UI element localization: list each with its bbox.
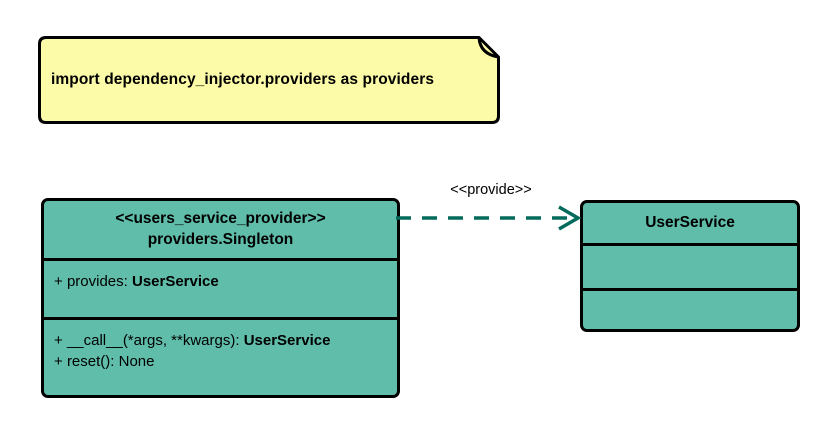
connector-label: <<provide>> [450,182,532,198]
class-attributes-userservice [583,243,797,288]
note-text: import dependency_injector.providers as … [51,71,435,88]
class-stereotype: <<users_service_provider>> [115,209,326,227]
provide-dependency-connector[interactable]: <<provide>> [396,182,586,242]
class-operations-userservice [583,288,797,329]
attribute-type: UserService [131,273,219,290]
operation-type: None [118,353,155,371]
class-name: providers.Singleton [147,230,294,248]
class-name: UserService [645,213,735,231]
operation-row: + reset(): None [54,351,387,372]
operation-type: UserService [243,332,331,349]
class-users-service-provider[interactable]: <<users_service_provider>> providers.Sin… [41,198,400,398]
operation-visibility: + [54,332,63,349]
operation-row: + __call__(*args, **kwargs): UserService [54,330,387,351]
import-note: import dependency_injector.providers as … [38,36,500,124]
connector-line [396,205,582,231]
class-header-userservice: UserService [583,203,797,243]
operation-label: reset(): [66,353,115,371]
class-attributes-provider: + provides: UserService [44,258,397,317]
attribute-row: + provides: UserService [54,271,387,292]
operation-visibility: + [54,353,63,371]
class-header-provider: <<users_service_provider>> providers.Sin… [44,201,397,258]
note-shape [38,36,500,124]
attribute-label: provides: [66,273,128,290]
operation-label: __call__(*args, **kwargs): [66,332,240,349]
attribute-visibility: + [54,273,63,290]
class-operations-provider: + __call__(*args, **kwargs): UserService… [44,317,397,395]
class-user-service[interactable]: UserService [580,200,800,332]
